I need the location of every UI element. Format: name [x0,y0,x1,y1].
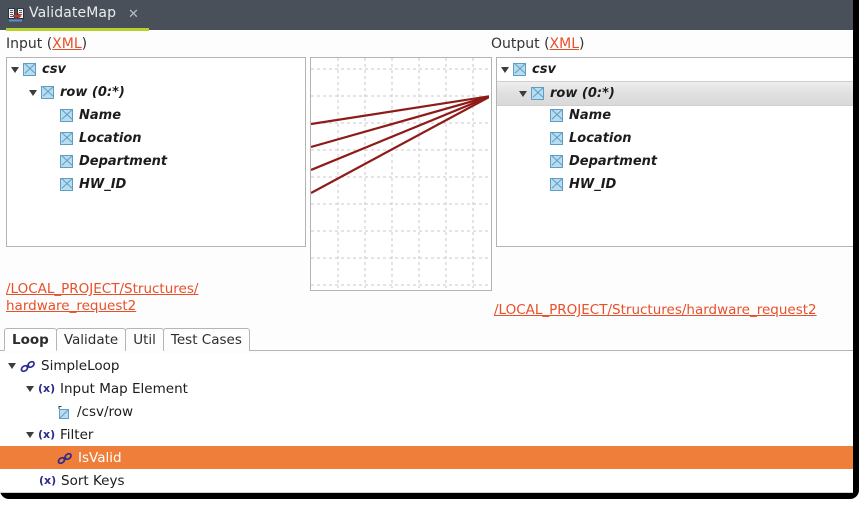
tree-node-label: Department [79,154,168,169]
chevron-down-icon[interactable] [26,385,34,392]
output-xml-link[interactable]: XML [549,36,580,52]
chevron-down-icon[interactable] [501,66,509,73]
input-tree-row-name[interactable]: Name [7,104,305,127]
output-tree-row-department[interactable]: Department [497,150,853,173]
loop-tree-node-label: IsValid [78,449,122,466]
loop-tree-row-sort-keys[interactable]: (x) Sort Keys [0,469,853,492]
chevron-down-icon[interactable] [8,362,16,369]
input-tree-row-csv[interactable]: csv [7,58,305,81]
loop-tree-node-label: SimpleLoop [41,357,120,374]
mapping-link-line[interactable] [311,95,489,172]
tree-node-label: csv [42,62,66,77]
tree-node-label: row (0:*) [60,85,125,100]
element-checkbox-icon[interactable] [513,63,526,76]
chain-link-icon [20,359,36,373]
loop-definition-tree[interactable]: SimpleLoop (x) Input Map Element/csv/row (x… [0,354,853,493]
function-x-icon: (x) [38,427,56,441]
tree-node-label: row (0:*) [550,86,615,101]
function-x-icon: (x) [39,473,57,487]
tab-util[interactable]: Util [125,328,164,351]
loop-tree-node-label: /csv/row [77,403,134,420]
loop-tree-row-filter[interactable]: (x) Filter [0,423,853,446]
loop-tree-row-input-map-element[interactable]: (x) Input Map Element [0,377,853,400]
tab-bar-baseline [0,350,853,351]
tree-node-label: Department [569,154,658,169]
map-transform-icon [8,7,24,23]
output-tree-row-csv[interactable]: csv [497,58,853,81]
loop-tree-row--csv-row[interactable]: /csv/row [0,400,853,423]
input-tree-row-department[interactable]: Department [7,150,305,173]
loop-tree-node-label: Input Map Element [60,380,188,397]
chain-link-icon [57,451,73,465]
output-structure-path-link[interactable]: /LOCAL_PROJECT/Structures/hardware_reque… [494,302,817,318]
function-x-icon: (x) [38,381,56,395]
element-checkbox-icon[interactable] [60,178,73,191]
element-checkbox-icon[interactable] [23,63,36,76]
input-tree-row-location[interactable]: Location [7,127,305,150]
title-bar: ValidateMap ✕ [0,0,853,31]
map-element-icon [57,405,72,419]
input-structure-path-link[interactable]: /LOCAL_PROJECT/Structures/ hardware_requ… [6,281,199,314]
element-checkbox-icon[interactable] [550,132,563,145]
input-xml-link[interactable]: XML [52,36,82,52]
output-label-suffix: ) [579,36,585,52]
tree-node-label: Name [79,108,122,123]
element-checkbox-icon[interactable] [550,178,563,191]
element-checkbox-icon[interactable] [531,87,544,100]
editor-tab-label: ValidateMap [29,5,117,21]
mapping-canvas[interactable] [310,57,492,291]
chevron-down-icon[interactable] [519,90,527,97]
tab-validate[interactable]: Validate [55,328,127,351]
element-checkbox-icon[interactable] [60,155,73,168]
element-checkbox-icon[interactable] [550,155,563,168]
element-checkbox-icon[interactable] [60,109,73,122]
loop-tree-row-simpleloop[interactable]: SimpleLoop [0,354,853,377]
input-tree-row-row-0-[interactable]: row (0:*) [7,81,305,104]
input-label-prefix: Input ( [6,36,53,52]
tree-node-label: Location [79,131,142,146]
element-checkbox-icon[interactable] [41,86,54,99]
input-label-suffix: ) [81,36,88,52]
element-checkbox-icon[interactable] [60,132,73,145]
chevron-down-icon[interactable] [11,66,19,73]
tab-loop[interactable]: Loop [4,328,57,351]
window-frame: ValidateMap ✕ Input (XML) Output (XML) c… [0,0,853,493]
chevron-down-icon[interactable] [26,431,34,438]
tree-node-label: csv [532,62,556,77]
loop-tree-node-label: Sort Keys [61,472,125,489]
loop-tree-row-isvalid[interactable]: IsValid [0,446,853,469]
active-tab-indicator [6,28,149,31]
input-panel-header: Input (XML) [6,36,87,52]
tree-node-label: Location [569,131,632,146]
tree-node-label: HW_ID [569,177,617,192]
close-icon[interactable]: ✕ [128,7,139,22]
tab-test-cases[interactable]: Test Cases [162,328,250,351]
input-tree-row-hw-id[interactable]: HW_ID [7,173,305,196]
output-label-prefix: Output ( [491,36,550,52]
mapping-link-line[interactable] [311,95,489,194]
mapping-link-line[interactable] [311,95,489,149]
output-tree-row-name[interactable]: Name [497,104,853,127]
element-checkbox-icon[interactable] [550,109,563,122]
output-tree-row-row-0-[interactable]: row (0:*) [497,81,853,106]
tree-node-label: Name [569,108,612,123]
editor-tab-validatemap[interactable] [0,0,149,30]
output-panel-header: Output (XML) [491,36,585,52]
bottom-divider [0,492,853,493]
tree-node-label: HW_ID [79,177,127,192]
output-tree-row-hw-id[interactable]: HW_ID [497,173,853,196]
mapping-link-line[interactable] [311,95,489,126]
loop-tree-node-label: Filter [60,426,94,443]
output-tree-row-location[interactable]: Location [497,127,853,150]
chevron-down-icon[interactable] [29,89,37,96]
